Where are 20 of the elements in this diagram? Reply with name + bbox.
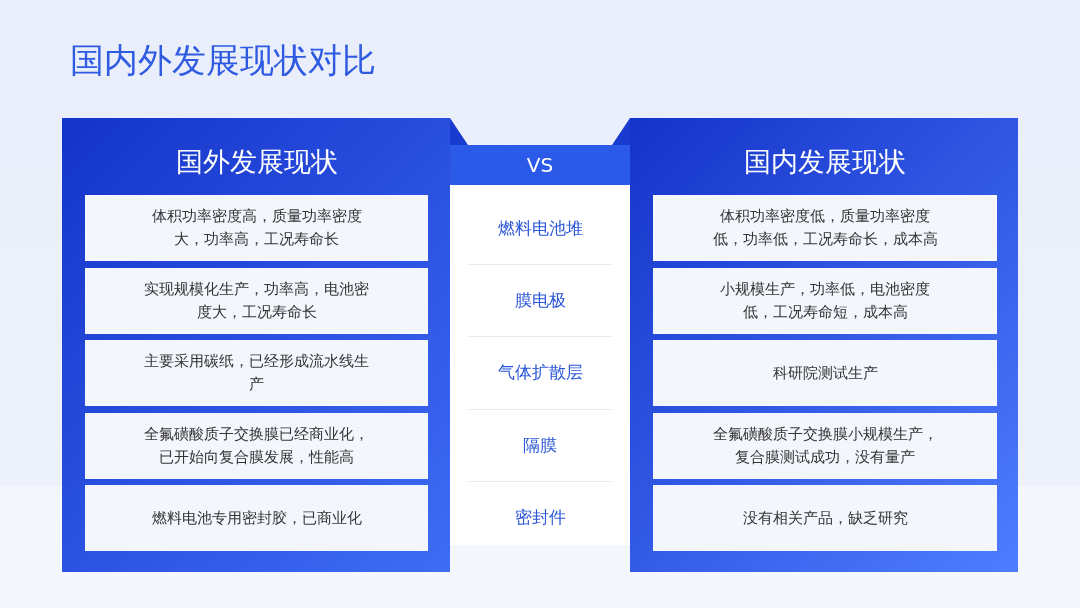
info-box: 全氟磺酸质子交换膜小规模生产，复合膜测试成功，没有量产	[653, 413, 997, 479]
info-box: 没有相关产品，缺乏研究	[653, 485, 997, 551]
info-box: 燃料电池专用密封胶，已商业化	[85, 485, 428, 551]
category-label: 隔膜	[468, 409, 612, 481]
info-box: 体积功率密度低，质量功率密度低，功率低，工况寿命长，成本高	[653, 195, 997, 261]
center-column	[450, 145, 630, 545]
info-box: 实现规模化生产，功率高，电池密度大，工况寿命长	[85, 268, 428, 334]
info-box: 全氟磺酸质子交换膜已经商业化，已开始向复合膜发展，性能高	[85, 413, 428, 479]
vs-label: VS	[450, 145, 630, 185]
category-label: 密封件	[468, 481, 612, 553]
category-label: 气体扩散层	[468, 336, 612, 408]
info-box: 科研院测试生产	[653, 340, 997, 406]
title: 国内外发展现状对比	[70, 39, 376, 82]
info-box: 小规模生产，功率低，电池密度低，工况寿命短，成本高	[653, 268, 997, 334]
info-box: 体积功率密度高，质量功率密度大，功率高，工况寿命长	[85, 195, 428, 261]
panel-heading: 国外发展现状	[174, 145, 339, 179]
category-label: 燃料电池堆	[468, 192, 612, 264]
category-label: 膜电极	[468, 264, 612, 336]
info-box: 主要采用碳纸，已经形成流水线生产	[85, 340, 428, 406]
panel-heading: 国内发展现状	[743, 145, 907, 179]
